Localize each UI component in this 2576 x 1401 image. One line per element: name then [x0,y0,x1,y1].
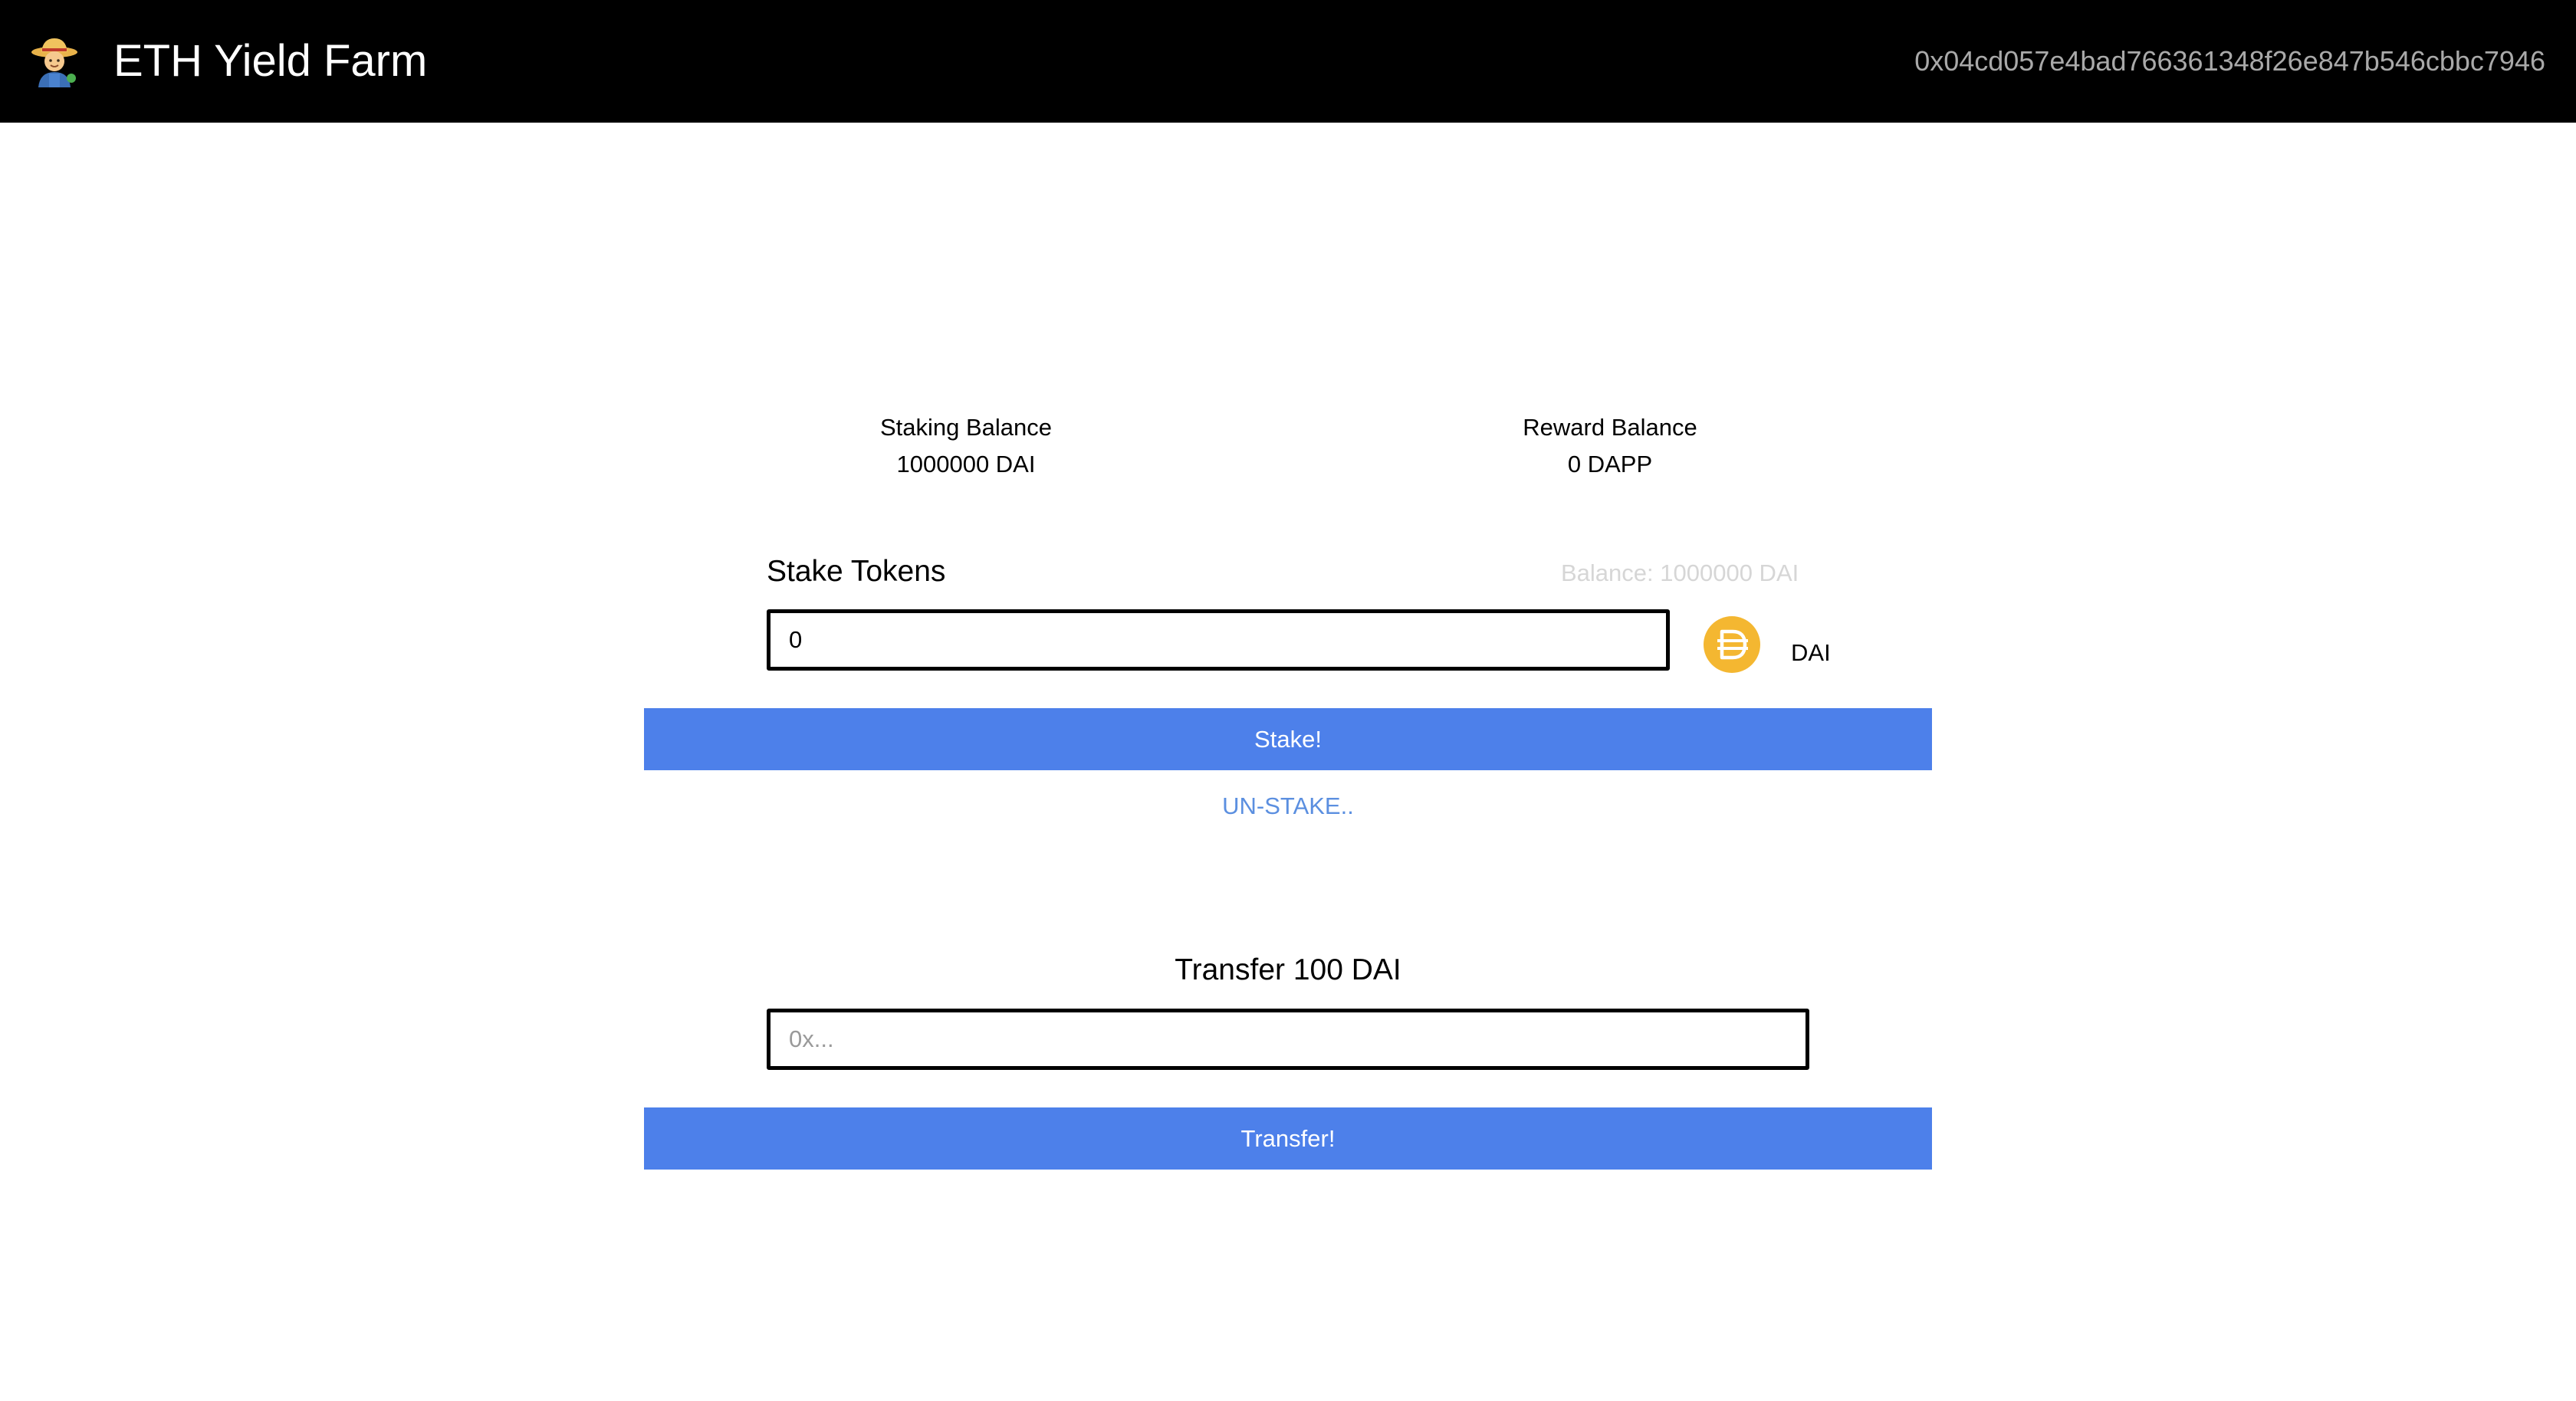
stake-button[interactable]: Stake! [644,708,1932,770]
staking-balance: Staking Balance 1000000 DAI [736,409,1196,483]
account-address: 0x04cd057e4bad766361348f26e847b546cbbc79… [1914,45,2545,77]
reward-balance-label: Reward Balance [1523,414,1697,441]
stake-amount-input[interactable] [767,609,1670,671]
farmer-icon [31,38,77,87]
transfer-button[interactable]: Transfer! [644,1107,1932,1170]
navbar: ETH Yield Farm 0x04cd057e4bad766361348f2… [0,0,2576,123]
transfer-address-input[interactable] [767,1009,1809,1070]
unstake-link[interactable]: UN-STAKE.. [1222,792,1354,819]
app-title: ETH Yield Farm [113,36,428,86]
stake-tokens-title: Stake Tokens [767,555,946,588]
transfer-title: Transfer 100 DAI [1175,953,1401,986]
token-label: DAI [1791,639,1831,666]
dai-icon [1704,616,1760,673]
reward-balance: Reward Balance 0 DAPP [1380,409,1840,483]
balances-row: Staking Balance 1000000 DAI Reward Balan… [0,409,2576,486]
staking-balance-value: 1000000 DAI [896,451,1036,477]
staking-balance-label: Staking Balance [879,414,1053,441]
wallet-balance: Balance: 1000000 DAI [1561,559,1799,586]
reward-balance-value: 0 DAPP [1567,451,1653,477]
